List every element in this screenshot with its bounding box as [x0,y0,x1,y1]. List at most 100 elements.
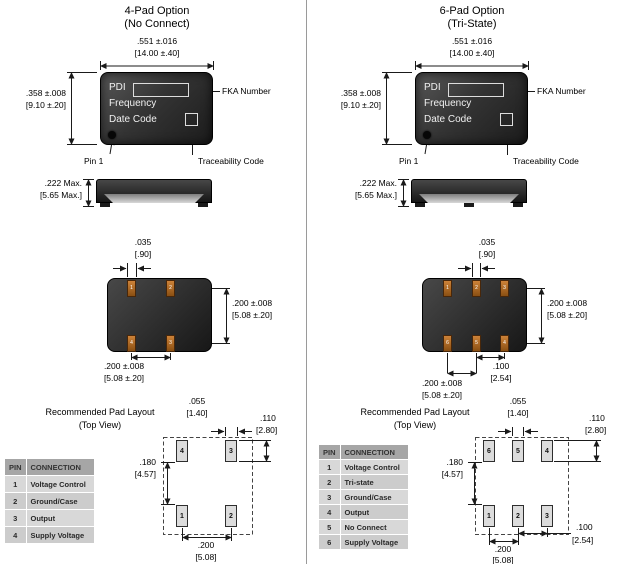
side-pad [464,203,474,207]
pad-layout-title: Recommended Pad Layout [45,407,155,417]
pin-number: 6 [318,534,341,550]
layout-pad-5: 5 [512,440,524,462]
dim-body-height-mm: [9.10 ±.20] [340,100,381,110]
pin-connection: Voltage Control [25,475,95,493]
dim-layout-pad-width-mm: [1.40] [186,408,208,418]
dim-body-width-inches: .551 ±.016 [451,36,493,46]
pad-2: 2 [472,280,481,297]
pin-number: 4 [4,526,27,544]
layout-pad-2: 2 [512,505,524,527]
pad-3: 3 [500,280,509,297]
pad-2: 2 [166,280,175,297]
frequency-marking: Frequency [109,98,157,109]
package-top-view: PDI Frequency Date Code [415,72,528,145]
pad-4: 4 [127,335,136,352]
brand-marking: PDI [424,82,441,93]
dim-layout-pad-height-mm: [2.80] [256,425,278,435]
brand-marking: PDI [109,82,126,93]
pin1-label: Pin 1 [399,156,419,166]
option-title: 4-Pad Option [124,5,190,17]
package-side-base [104,194,204,203]
pin-number: 3 [4,509,27,527]
pad-6: 6 [443,335,452,352]
dim-col-pitch-mm: [5.08 ±.20] [103,373,145,383]
traceability-code-box [185,113,198,126]
pin-connection: Tri-state [339,474,409,490]
dim-layout-row-gap-inches: .180 [446,457,463,467]
dim-layout-col-pitch-inches: .200 [197,540,215,550]
dim-layout-adjacent-pitch-mm: [2.54] [572,535,594,545]
dim-layout-col-pitch-mm: [5.08] [195,552,217,562]
dim-pad-width-mm: [.90] [478,249,496,259]
dim-layout-adjacent-pitch-inches: .100 [576,522,593,532]
option-title: 6-Pad Option [439,5,505,17]
pin-table-header-connection: CONNECTION [339,444,409,460]
traceability-label: Traceability Code [513,156,579,166]
dim-pad-width-mm: [.90] [134,249,152,259]
dim-layout-pad-width-inches: .055 [509,396,527,406]
option-subtitle: (No Connect) [124,18,190,30]
dim-row-pitch-mm: [5.08 ±.20] [547,310,588,320]
side-pad [415,203,425,207]
pad-3: 3 [166,335,175,352]
pin-table-header-pin: PIN [4,458,27,476]
pin-connection: No Connect [339,519,409,535]
layout-pad-3: 3 [541,505,553,527]
dim-adjacent-pitch-inches: .100 [492,361,510,371]
package-top-view: PDI Frequency Date Code [100,72,213,145]
dim-layout-row-gap-inches: .180 [139,457,156,467]
side-pad [100,203,110,207]
dim-col-pitch-mm: [5.08 ±.20] [421,390,463,400]
dim-side-height-inches: .222 Max. [359,178,397,188]
pad-layout-title: Recommended Pad Layout [360,407,470,417]
dim-side-height-inches: .222 Max. [44,178,82,188]
pin-number: 3 [318,489,341,505]
dim-row-pitch-mm: [5.08 ±.20] [232,310,273,320]
layout-pad-4: 4 [541,440,553,462]
package-bottom-view [107,278,212,352]
dim-body-width-mm: [14.00 ±.40] [449,48,495,58]
pad-5: 5 [472,335,481,352]
pin-number: 2 [4,492,27,510]
traceability-code-box [500,113,513,126]
fka-number-label: FKA Number [537,86,586,96]
pad-1: 1 [127,280,136,297]
date-code-marking: Date Code [109,114,157,125]
traceability-label: Traceability Code [198,156,264,166]
pin-number: 4 [318,504,341,520]
layout-pad-1: 1 [483,505,495,527]
side-pad [198,203,208,207]
option-subtitle: (Tri-State) [447,18,497,30]
dim-body-height-mm: [9.10 ±.20] [25,100,66,110]
pin-table-header-pin: PIN [318,444,341,460]
pin1-label: Pin 1 [84,156,104,166]
pin-connection: Supply Voltage [25,526,95,544]
dim-side-height-mm: [5.65 Max.] [39,190,82,200]
frequency-marking: Frequency [424,98,472,109]
dim-row-pitch-inches: .200 ±.008 [232,298,273,308]
pin-connection: Output [339,504,409,520]
dim-pad-width-inches: .035 [478,237,496,247]
dim-layout-row-gap-mm: [4.57] [134,469,156,479]
fka-number-box [448,83,504,97]
layout-pad-1: 1 [176,505,188,527]
pin1-dot [423,131,431,139]
dim-adjacent-pitch-mm: [2.54] [490,373,512,383]
dim-col-pitch-inches: .200 ±.008 [103,361,145,371]
pin-number: 5 [318,519,341,535]
pin-table-header-connection: CONNECTION [25,458,95,476]
dim-layout-pad-height-inches: .110 [260,413,276,423]
dim-body-width-inches: .551 ±.016 [136,36,178,46]
dim-layout-col-pitch-mm: [5.08] [492,555,514,564]
pin-connection: Ground/Case [25,492,95,510]
dim-layout-col-pitch-inches: .200 [494,544,512,554]
dim-col-pitch-inches: .200 ±.008 [421,378,463,388]
column-divider [306,0,307,564]
